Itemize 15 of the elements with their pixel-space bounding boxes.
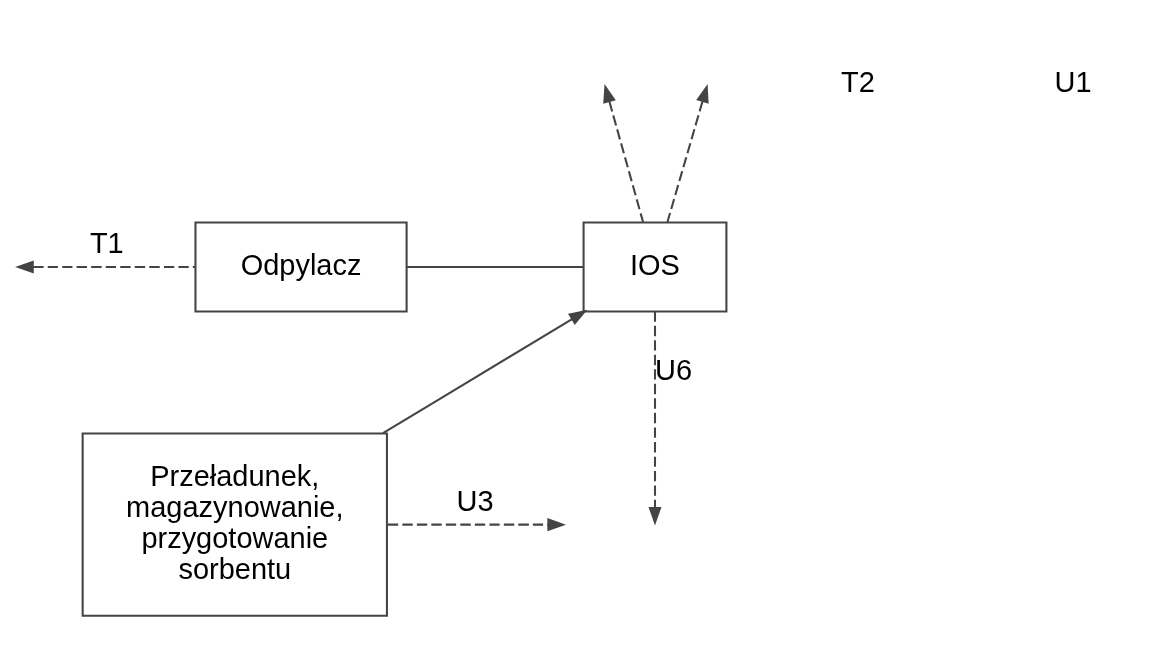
edge-label: U3 [456,484,494,517]
arrow [382,309,588,434]
arrow [15,259,196,273]
arrow [666,83,709,222]
edge-label: U6 [655,353,693,386]
arrow [603,83,645,222]
arrow [387,517,566,531]
node-box: Przeładunek, magazynowanie, przygotowanie sorbentu [81,432,388,617]
arrow [648,310,662,526]
node-box: Odpylacz [194,220,408,312]
label: U1 [1054,65,1092,98]
edge-label: T1 [89,226,124,259]
node-box: IOS [582,220,728,312]
connector [406,265,584,268]
label: T2 [840,65,875,98]
